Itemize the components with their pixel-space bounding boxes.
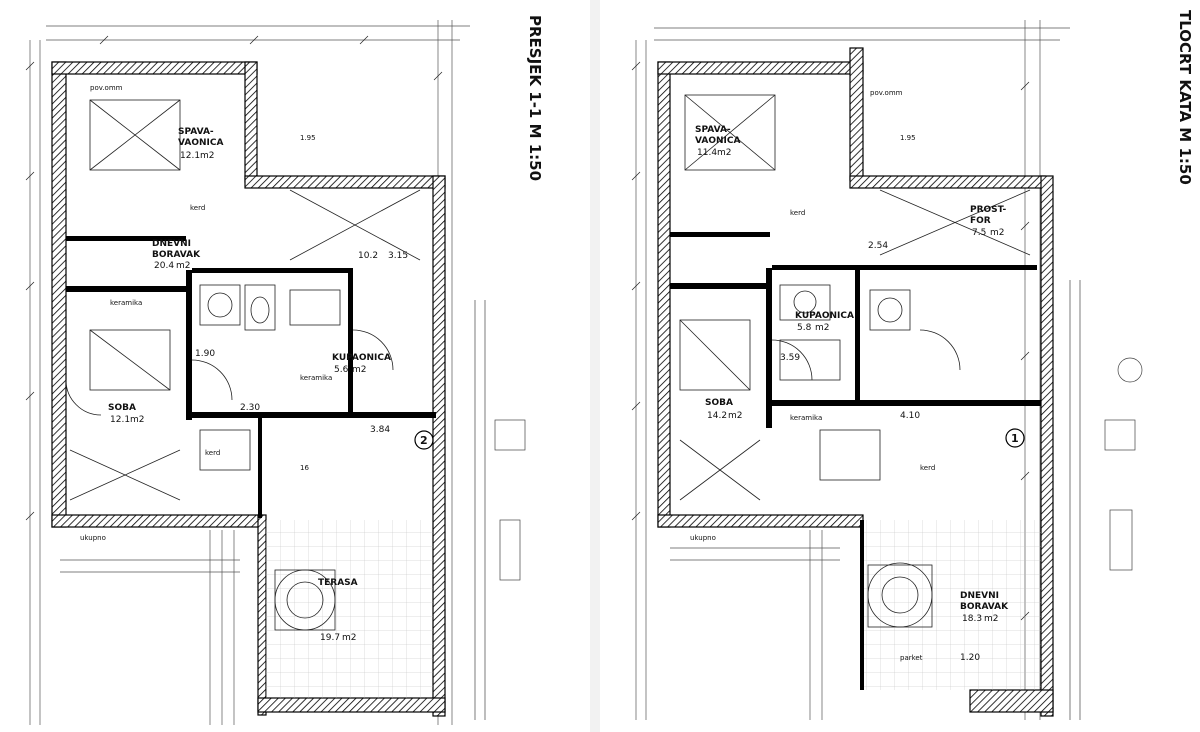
svg-text:SPAVA-: SPAVA- [695,125,731,135]
svg-text:kerd: kerd [920,464,935,472]
small-annotations-right: pov.omm 1.95 kerd keramika ukupno kerd park… [690,89,935,662]
svg-text:11.4: 11.4 [697,148,717,158]
svg-text:m2: m2 [342,633,357,643]
svg-text:12.1: 12.1 [180,151,200,161]
room-label-left-2: DNEVNI BORAVAK 20.4 m2 [152,239,201,271]
svg-text:m2: m2 [717,148,732,158]
room-label-right-1: SPAVA- VAONICA 11.4 m2 [695,125,740,158]
svg-text:pov.omm: pov.omm [870,89,903,97]
svg-text:BORAVAK: BORAVAK [960,602,1009,612]
dimension-values-right: 2.54 4.10 3.59 1.20 [780,241,980,663]
svg-text:keramika: keramika [110,299,142,307]
svg-text:keramika: keramika [790,414,822,422]
svg-text:m2: m2 [990,228,1005,238]
svg-text:VAONICA: VAONICA [178,138,223,148]
svg-text:m2: m2 [984,614,999,624]
svg-text:7.5: 7.5 [972,228,986,238]
svg-text:m2: m2 [728,411,743,421]
svg-text:ukupno: ukupno [80,534,106,542]
furniture-left [65,99,421,631]
svg-text:DNEVNI: DNEVNI [960,591,999,601]
svg-text:KUPAONICA: KUPAONICA [332,353,391,363]
terrace-floor-left [266,520,433,698]
svg-text:DNEVNI: DNEVNI [152,239,191,249]
svg-text:1.90: 1.90 [195,349,215,359]
svg-text:1.95: 1.95 [900,134,916,142]
svg-text:20.4: 20.4 [154,261,174,271]
svg-text:parket: parket [900,654,923,662]
svg-text:FOR: FOR [970,216,991,226]
svg-text:pov.omm: pov.omm [90,84,123,92]
room-label-right-2: PROST- FOR 7.5 m2 [970,205,1006,238]
svg-text:19.7: 19.7 [320,633,340,643]
section-marker-right: 1 [1005,428,1025,448]
svg-text:TERASA: TERASA [318,578,358,588]
svg-text:PROST-: PROST- [970,205,1006,215]
dimension-values-left: 3.15 10.2 3.84 1.90 2.30 [195,251,408,435]
svg-text:3.59: 3.59 [780,353,800,363]
svg-text:SPAVA-: SPAVA- [178,127,214,137]
exterior-walls-left [51,61,446,717]
svg-text:KUPAONICA: KUPAONICA [795,311,854,321]
room-label-left-5: SOBA 12.1 m2 [108,403,145,425]
sheet-gap [590,0,600,732]
svg-text:kerd: kerd [205,449,220,457]
room-label-left-4: TERASA 19.7 m2 [318,578,358,643]
sheet-title-left: PRESJEK 1-1 M 1:50 [526,15,544,181]
room-label-left-3: KUPAONICA 5.6 m2 [332,353,391,375]
side-strip-right [1069,280,1143,720]
room-label-right-3: KUPAONICA 5.8 m2 [795,311,854,333]
svg-text:2.54: 2.54 [868,241,888,251]
svg-text:m2: m2 [176,261,191,271]
svg-text:1.20: 1.20 [960,653,980,663]
svg-text:BORAVAK: BORAVAK [152,250,201,260]
svg-text:12.1: 12.1 [110,415,130,425]
svg-text:VAONICA: VAONICA [695,136,740,146]
svg-text:m2: m2 [815,323,830,333]
svg-text:3.84: 3.84 [370,425,390,435]
interior-walls-left [66,236,436,518]
section-marker-left: 2 [414,430,434,450]
svg-text:5.6: 5.6 [334,365,349,375]
floor-plan-right: pov.omm 1.95 kerd keramika ukupno kerd park… [631,10,1194,720]
svg-text:m2: m2 [352,365,367,375]
svg-text:2.30: 2.30 [240,403,260,413]
svg-text:4.10: 4.10 [900,411,920,421]
room-label-right-4: SOBA 14.2 m2 [705,398,743,421]
living-floor-right [864,520,1041,690]
svg-text:5.8: 5.8 [797,323,812,333]
svg-text:m2: m2 [200,151,215,161]
svg-text:1.95: 1.95 [300,134,316,142]
svg-text:kerd: kerd [790,209,805,217]
room-label-right-5: DNEVNI BORAVAK 18.3 m2 [960,591,1009,624]
svg-text:ukupno: ukupno [690,534,716,542]
svg-text:keramika: keramika [300,374,332,382]
svg-text:14.2: 14.2 [707,411,727,421]
svg-text:SOBA: SOBA [705,398,733,408]
svg-text:18.3: 18.3 [962,614,982,624]
side-strip-left [474,300,526,720]
room-label-left-1: SPAVA- VAONICA 12.1 m2 [178,127,223,161]
furniture-right [679,94,1031,628]
svg-text:m2: m2 [130,415,145,425]
svg-text:3.15: 3.15 [388,251,408,261]
interior-walls-right [670,232,1041,690]
svg-text:2: 2 [420,434,428,447]
svg-text:SOBA: SOBA [108,403,136,413]
svg-text:kerd: kerd [190,204,205,212]
svg-text:1: 1 [1011,432,1019,445]
svg-text:10.2: 10.2 [358,251,378,261]
svg-text:16: 16 [300,464,309,472]
sheet-title-right: TLOCRT KATA M 1:50 [1176,10,1194,185]
